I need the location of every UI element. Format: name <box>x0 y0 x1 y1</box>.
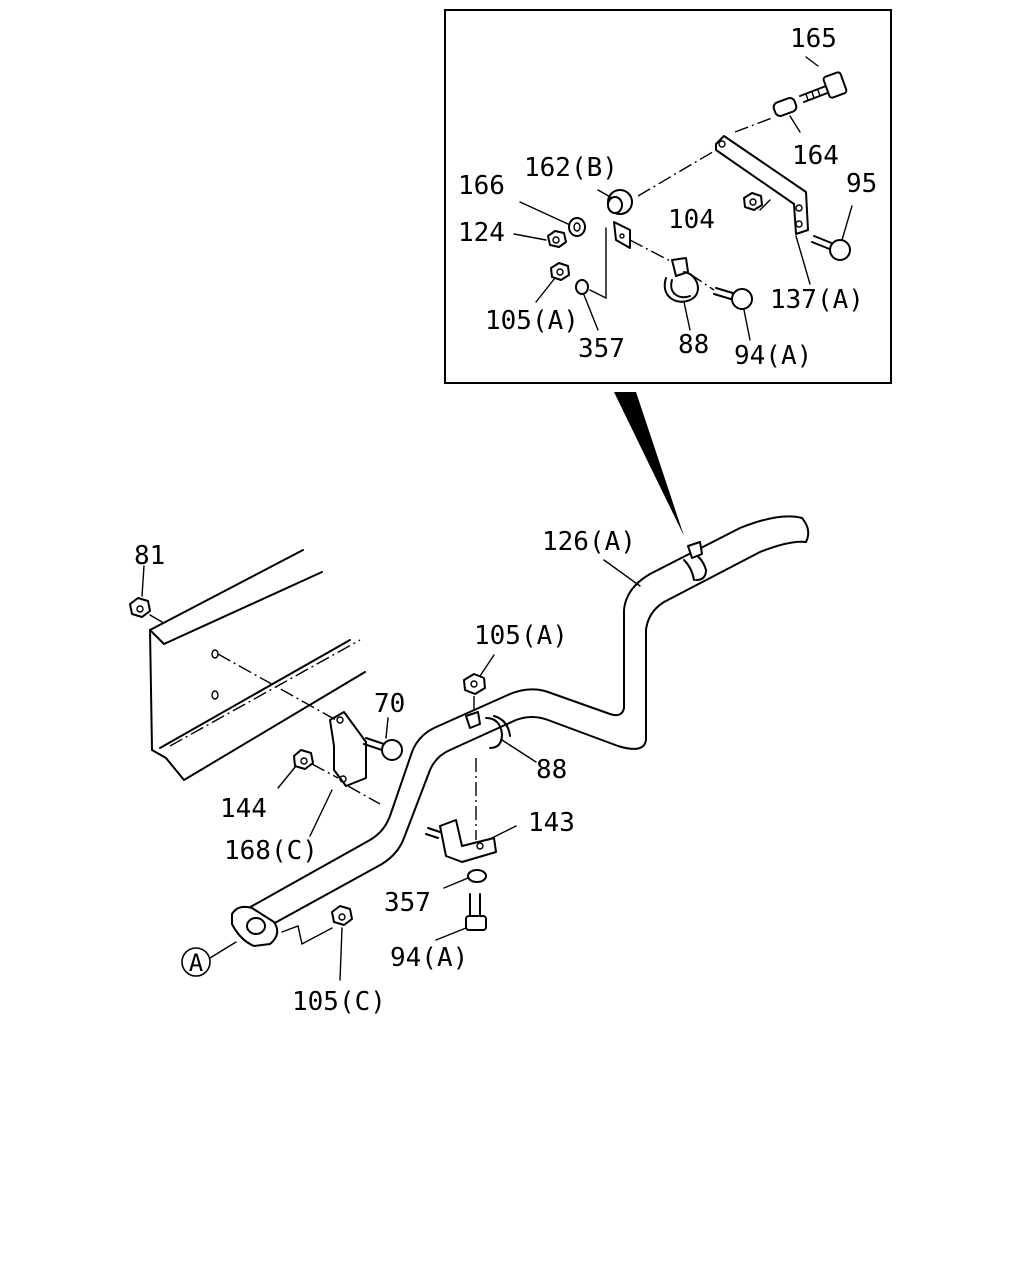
nut-104 <box>743 192 763 211</box>
label-357: 357 <box>384 888 431 918</box>
callout-labels: 165 164 162(B) 166 95 104 124 137(A) 105… <box>134 24 877 1017</box>
label-105a: 105(A) <box>474 621 568 651</box>
bolt-95 <box>811 235 851 261</box>
bracket-143 <box>425 819 497 863</box>
detail-pointer <box>614 392 684 536</box>
bolt-94a-inset <box>713 287 753 310</box>
bolt-70 <box>363 737 403 761</box>
label-144: 144 <box>220 794 267 824</box>
spacer-164 <box>772 97 798 117</box>
nut-144 <box>293 749 314 770</box>
washer-357-inset <box>575 279 589 295</box>
label-357-inset: 357 <box>578 334 625 364</box>
label-88: 88 <box>536 755 567 785</box>
bolt-165 <box>799 71 848 103</box>
label-94a-inset: 94(A) <box>734 341 812 371</box>
nut-105c <box>281 905 353 946</box>
label-126a: 126(A) <box>542 527 636 557</box>
bracket-137a <box>715 135 809 235</box>
label-162b: 162(B) <box>524 153 618 183</box>
label-95: 95 <box>846 169 877 199</box>
frame-rail <box>149 549 366 781</box>
label-164: 164 <box>792 141 839 171</box>
label-88-inset: 88 <box>678 330 709 360</box>
nut-105a <box>463 673 486 695</box>
inset-detail <box>444 9 892 384</box>
reference-a-letter: A <box>189 949 204 977</box>
label-168c: 168(C) <box>224 836 318 866</box>
nut-124 <box>547 230 567 248</box>
label-94a: 94(A) <box>390 943 468 973</box>
label-105c: 105(C) <box>292 987 386 1017</box>
reference-a-marker: A <box>181 947 211 977</box>
label-81: 81 <box>134 541 165 571</box>
label-165: 165 <box>790 24 837 54</box>
label-124: 124 <box>458 218 505 248</box>
collar-162b <box>607 189 633 215</box>
label-143: 143 <box>528 808 575 838</box>
label-70: 70 <box>374 689 405 719</box>
label-104: 104 <box>668 205 715 235</box>
label-137a: 137(A) <box>770 285 864 315</box>
washer-357 <box>467 869 487 883</box>
nut-81 <box>129 565 163 623</box>
clamp-88-inset <box>663 257 699 303</box>
label-166: 166 <box>458 171 505 201</box>
nut-105a-inset <box>550 262 570 281</box>
bolt-94a <box>465 893 487 931</box>
washer-166 <box>568 217 586 237</box>
inset-frame <box>444 9 892 384</box>
bracket-168c <box>329 711 367 787</box>
exhaust-pipe-126a <box>231 515 810 947</box>
label-105a-inset: 105(A) <box>485 306 579 336</box>
